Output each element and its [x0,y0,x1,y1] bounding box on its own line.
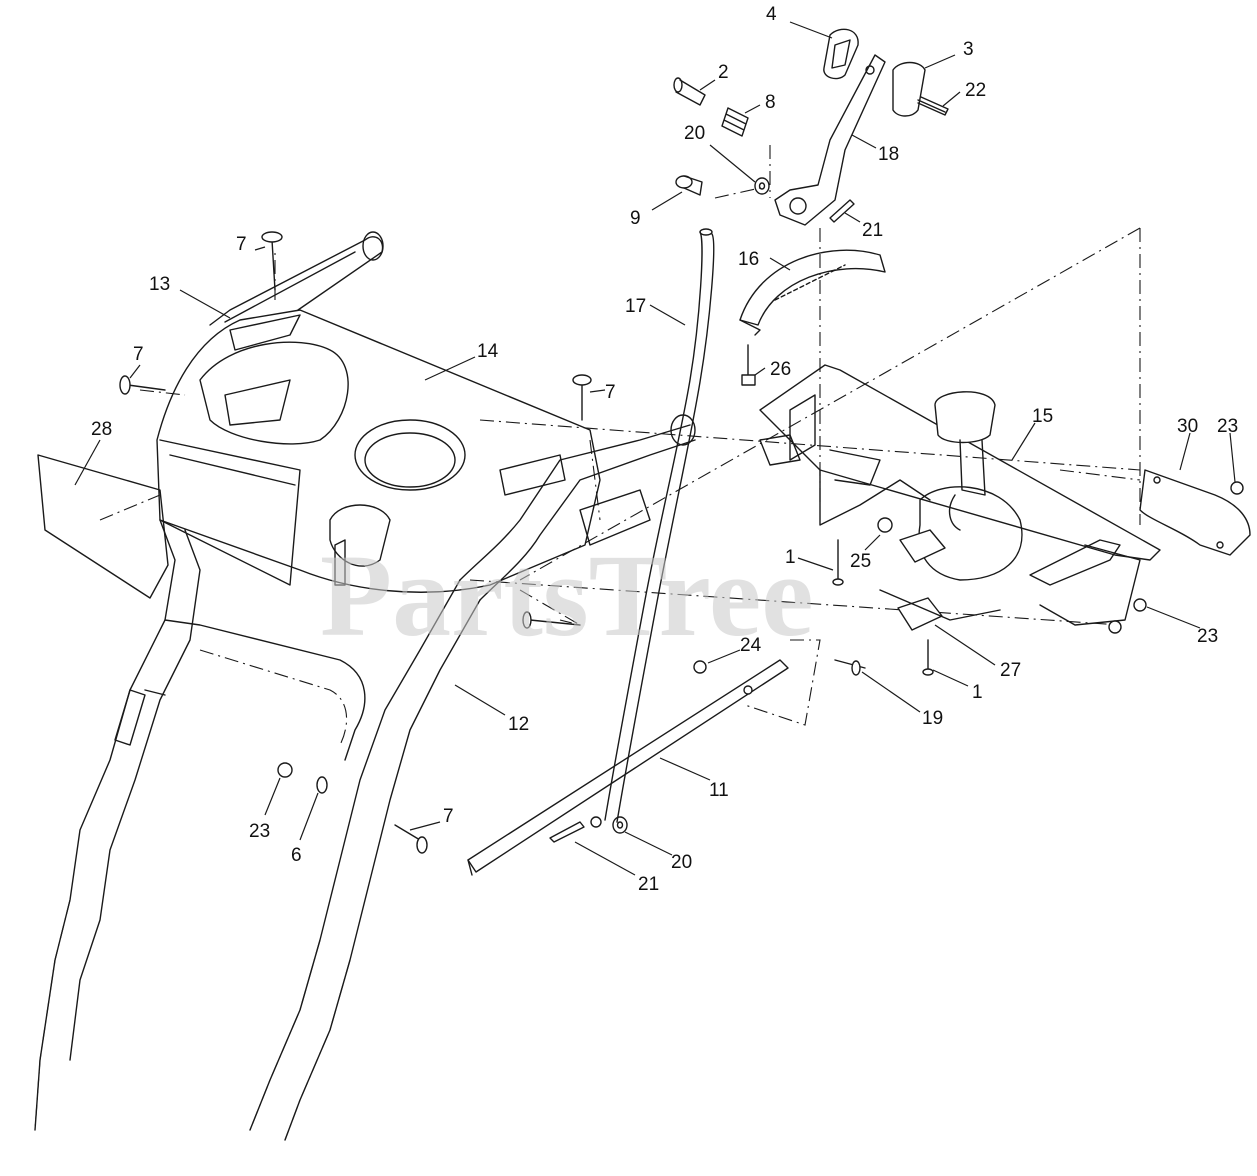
callout-24: 24 [740,635,762,656]
small-hardware [316,776,628,843]
callout-1-lower: 1 [972,682,983,703]
upper-handle-part-13 [209,231,384,351]
lower-handle-part-12 [34,414,696,1141]
callout-labels: 4 3 2 22 8 20 18 9 21 7 16 13 17 7 14 26… [91,4,1238,895]
callout-17: 17 [625,296,646,317]
callout-23-right: 23 [1217,416,1238,437]
grip-part-4 [823,28,859,80]
watermark: PartsTree [320,530,814,661]
callout-7-top: 7 [236,234,247,255]
index-plate-part-16 [739,249,886,336]
callout-21-top: 21 [862,220,883,241]
bracket-part-30 [1139,469,1251,556]
callout-25: 25 [850,551,871,572]
switch-part-27 [879,529,1001,631]
decal-part-28 [37,454,169,599]
nuts [277,481,1244,778]
callout-27: 27 [1000,660,1021,681]
callout-23-lower-right: 23 [1197,626,1218,647]
callout-4: 4 [766,4,777,25]
callout-23-bottom: 23 [249,821,270,842]
callout-28: 28 [91,419,112,440]
leader-lines [74,21,1236,876]
shifter-assembly [918,391,1023,581]
callout-2: 2 [718,62,729,83]
bushing-part-9 [675,175,703,196]
callout-13: 13 [149,274,170,295]
rod-part-17 [604,228,715,823]
callout-20-top: 20 [684,123,705,144]
pin-part-2 [673,77,706,106]
callout-20-bottom: 20 [671,852,692,873]
bracket-part-15 [759,364,1161,626]
callout-22: 22 [965,80,986,101]
callout-15: 15 [1032,406,1053,427]
screw-part-22 [917,96,949,116]
washer-part-20-top [754,177,770,195]
callout-21-bottom: 21 [638,874,659,895]
cotter-pin-part-21-top [829,199,855,223]
callout-14: 14 [477,341,499,362]
callout-6: 6 [291,845,302,866]
callout-16: 16 [738,249,759,270]
callout-11: 11 [709,780,729,801]
callout-30: 30 [1177,416,1198,437]
lever-part-18 [774,54,886,226]
callout-19: 19 [922,708,943,729]
callout-9: 9 [630,208,641,229]
callout-7-left: 7 [133,344,144,365]
callout-12: 12 [508,714,529,735]
bolt-part-26 [741,344,756,386]
spring-part-8 [721,107,749,137]
knob-part-3 [892,61,926,117]
bolts [119,231,934,854]
callout-18: 18 [878,144,899,165]
callout-1-upper: 1 [785,547,796,568]
assembly-lines [99,145,1141,726]
callout-7-mid: 7 [605,382,616,403]
callout-26: 26 [770,359,791,380]
callout-3: 3 [963,39,974,60]
callout-7-bottom: 7 [443,806,454,827]
control-panel-part-14 [156,309,651,593]
rod-part-11 [467,659,789,876]
callout-8: 8 [765,92,776,113]
